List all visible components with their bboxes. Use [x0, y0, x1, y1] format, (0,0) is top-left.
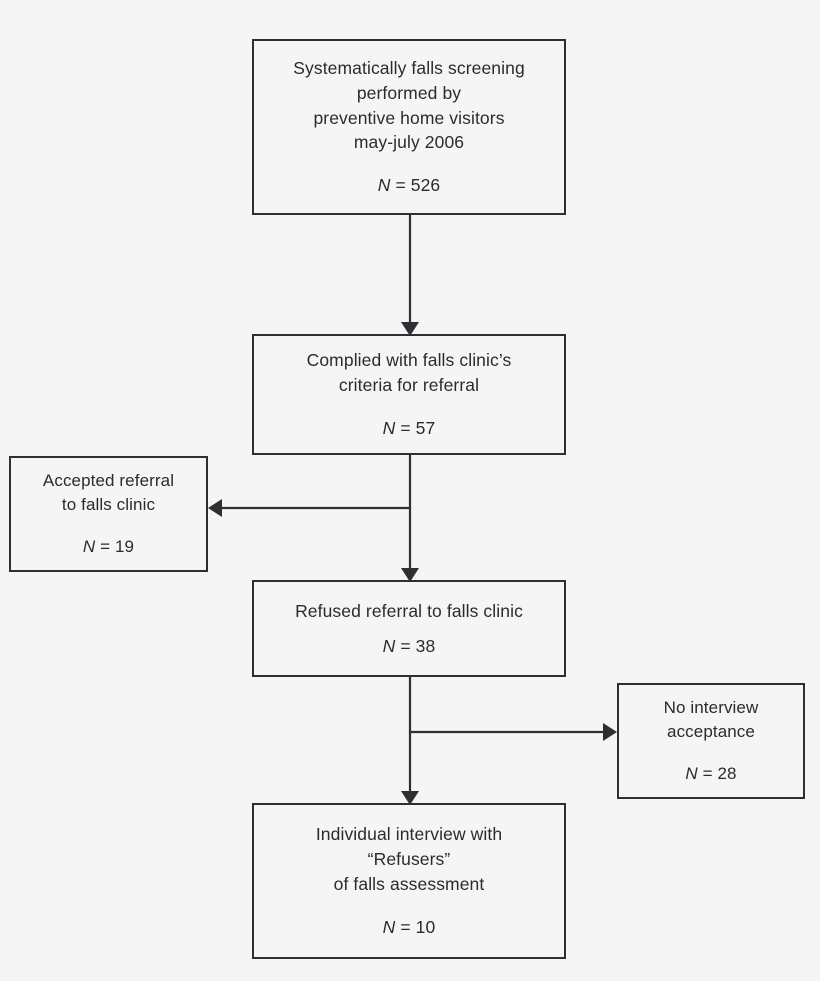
text-line: Individual interview with	[315, 824, 503, 845]
connector-refused-to-nointerview	[410, 723, 617, 741]
text-line: preventive home visitors	[313, 107, 505, 128]
connector-complied-to-refused	[401, 455, 419, 582]
flow-box-refused-count: N = 38	[383, 634, 436, 659]
text-line: of falls assessment	[333, 874, 485, 894]
flow-box-complied-count: N = 57	[383, 416, 436, 441]
flow-box-nointerview-count: N = 28	[685, 762, 736, 786]
text-line: acceptance	[667, 721, 755, 741]
flow-box-screening: Systematically falls screening performed…	[252, 39, 566, 215]
n-value: = 19	[95, 537, 135, 557]
n-symbol: N	[382, 916, 396, 937]
connector-complied-to-accepted	[208, 499, 410, 517]
n-value: = 10	[395, 916, 436, 937]
text-line: No interview	[663, 697, 759, 717]
flow-box-refused-text: Refused referral to falls clinic	[295, 599, 523, 624]
flow-box-nointerview: No interview acceptance N = 28	[617, 683, 805, 799]
text-line: Systematically falls screening	[293, 57, 525, 78]
flow-box-interview: Individual interview with “Refusers” of …	[252, 803, 566, 959]
flow-box-accepted: Accepted referral to falls clinic N = 19	[9, 456, 208, 572]
flow-box-accepted-text: Accepted referral to falls clinic	[43, 469, 174, 517]
n-symbol: N	[685, 764, 698, 784]
text-line: Refused referral to falls clinic	[295, 600, 523, 621]
flow-box-complied-text: Complied with falls clinic’s criteria fo…	[307, 348, 512, 398]
n-symbol: N	[382, 635, 396, 656]
text-line: Complied with falls clinic’s	[306, 350, 512, 371]
n-value: = 38	[395, 635, 436, 656]
n-symbol: N	[377, 175, 391, 196]
connector-refused-to-interview	[401, 677, 419, 805]
flow-box-interview-count: N = 10	[383, 915, 436, 940]
n-value: = 28	[697, 764, 737, 784]
connector-screening-to-complied	[401, 215, 419, 336]
text-line: may-july 2006	[353, 132, 465, 153]
n-symbol: N	[82, 537, 96, 557]
text-line: “Refusers”	[367, 849, 451, 870]
flow-box-refused: Refused referral to falls clinic N = 38	[252, 580, 566, 677]
text-line: criteria for referral	[338, 375, 480, 396]
flow-box-screening-text: Systematically falls screening performed…	[293, 56, 525, 155]
text-line: performed by	[356, 82, 462, 103]
flow-box-accepted-count: N = 19	[83, 535, 134, 559]
flow-box-screening-count: N = 526	[378, 173, 441, 198]
n-value: = 526	[390, 175, 441, 196]
n-symbol: N	[382, 417, 396, 438]
n-value: = 57	[395, 417, 436, 438]
flow-box-interview-text: Individual interview with “Refusers” of …	[316, 822, 502, 897]
flow-box-complied: Complied with falls clinic’s criteria fo…	[252, 334, 566, 455]
text-line: Accepted referral	[42, 470, 175, 490]
flow-box-nointerview-text: No interview acceptance	[664, 696, 759, 744]
text-line: to falls clinic	[61, 494, 156, 514]
